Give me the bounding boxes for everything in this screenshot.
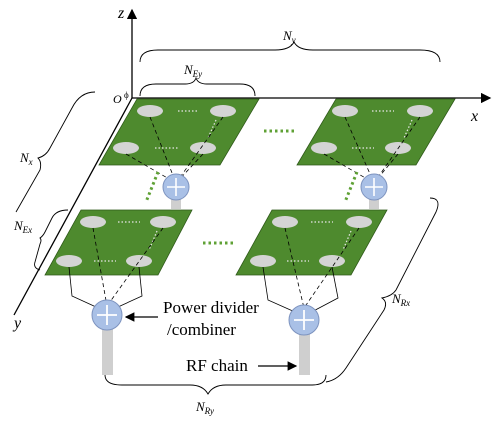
dimension-labels: Ny NEy Nx NEx NRx NRy bbox=[13, 28, 410, 416]
x-axis-label: x bbox=[470, 108, 478, 125]
rf-chain-bar bbox=[102, 327, 113, 375]
annotations: Power divider /combiner RF chain bbox=[124, 298, 298, 375]
label-ney: NEy bbox=[183, 62, 202, 79]
brace-nry bbox=[104, 374, 327, 395]
antenna-element bbox=[137, 105, 163, 117]
label-nex: NEx bbox=[13, 218, 32, 235]
antenna-element bbox=[332, 105, 358, 117]
antenna-element bbox=[210, 105, 236, 117]
dimension-braces bbox=[15, 40, 441, 395]
rf-chain-label: RF chain bbox=[186, 356, 248, 375]
panel-bottom-left bbox=[44, 209, 193, 276]
antenna-element bbox=[126, 255, 152, 267]
antenna-element bbox=[113, 142, 139, 154]
label-ny: Ny bbox=[282, 28, 296, 45]
antenna-element bbox=[190, 142, 216, 154]
combiner-top-left bbox=[162, 173, 190, 209]
antenna-element bbox=[56, 255, 82, 267]
combiner-bottom-left bbox=[91, 299, 123, 375]
antenna-element bbox=[311, 142, 337, 154]
rf-chain-stub bbox=[369, 195, 379, 209]
z-axis-label: z bbox=[117, 5, 125, 22]
y-axis-label: y bbox=[12, 315, 22, 332]
combiner-bottom-right bbox=[288, 304, 320, 375]
brace-ney bbox=[139, 76, 256, 97]
antenna-element bbox=[250, 255, 276, 267]
antenna-element bbox=[407, 105, 433, 117]
antenna-element bbox=[346, 216, 372, 228]
dots-left-column bbox=[144, 171, 160, 203]
combiner-top-right bbox=[360, 173, 388, 209]
panel-top-right bbox=[296, 98, 456, 166]
antenna-element bbox=[272, 216, 298, 228]
combiner-label: /combiner bbox=[167, 320, 236, 339]
panel-top-left bbox=[98, 98, 260, 166]
rf-chain-bar bbox=[299, 331, 310, 375]
y-axis bbox=[13, 97, 133, 316]
brace-nx bbox=[15, 91, 96, 213]
label-nx: Nx bbox=[19, 150, 33, 167]
antenna-element bbox=[319, 255, 345, 267]
dots-right-column bbox=[343, 171, 359, 203]
brace-nrx bbox=[325, 197, 439, 383]
feed-lines-top-left bbox=[125, 116, 224, 184]
rf-chain-stub bbox=[171, 195, 181, 209]
origin-phi: ϕ bbox=[124, 90, 129, 100]
label-nry: NRy bbox=[195, 399, 214, 416]
antenna-element bbox=[150, 216, 176, 228]
origin-label: O bbox=[113, 92, 122, 106]
brace-ny bbox=[139, 40, 441, 63]
brace-nex bbox=[34, 209, 69, 271]
panel-bottom-right bbox=[235, 209, 388, 276]
coordinate-axes: z x y O ϕ bbox=[12, 5, 492, 332]
antenna-element bbox=[80, 216, 106, 228]
label-nrx: NRx bbox=[391, 291, 410, 308]
power-divider-label: Power divider bbox=[163, 298, 259, 317]
